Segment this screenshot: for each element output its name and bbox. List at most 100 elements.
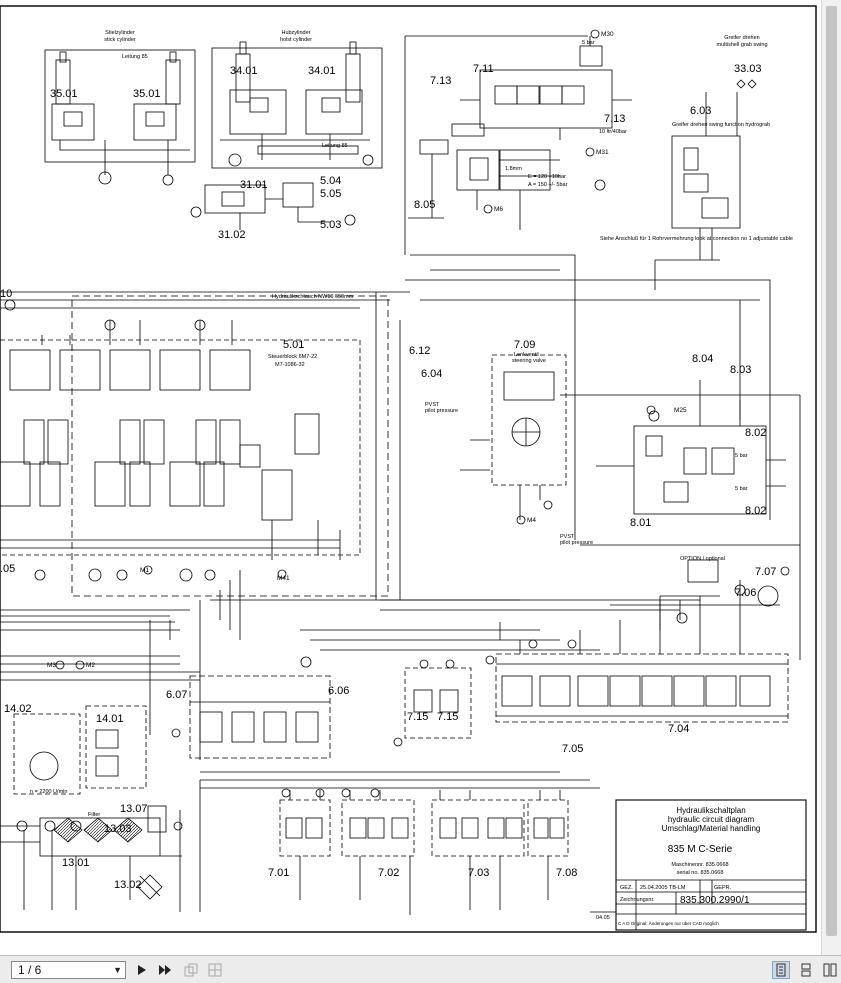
component-7-13-b: 7.13 — [604, 113, 625, 125]
component-6-07: 6.07 — [166, 689, 187, 701]
continuous-view-button[interactable] — [797, 961, 815, 979]
page-copy-icon — [184, 963, 198, 977]
rpm-label: n = 2200 U/min — [30, 789, 67, 795]
component-5-03: 5.03 — [320, 219, 341, 231]
stick-cylinder-label-de: Stielzylinder — [105, 30, 135, 36]
scrollbar-thumb[interactable] — [826, 6, 837, 936]
hoist-cylinder-label-de: Hubzylinder — [281, 30, 310, 36]
component-7-08: 7.08 — [556, 867, 577, 879]
vertical-scrollbar[interactable] — [821, 0, 841, 955]
gez-value: 25.04.2005 TB-LM — [640, 885, 686, 891]
hoist-cylinder-group — [211, 41, 383, 169]
component-7-11: 7.11 — [473, 63, 494, 75]
pilot-pressure-label-a: pilot pressure — [425, 408, 458, 414]
component-6-04: 6.04 — [421, 368, 442, 380]
hoist-cylinder-label-en: hoist cylinder — [280, 37, 312, 43]
two-page-icon — [823, 963, 837, 977]
five-bar-label-b: 5 bar — [735, 486, 748, 492]
flow-setting-label: 10 ltr/40bar — [599, 129, 627, 135]
steering-valve-label-en: steering valve — [512, 358, 546, 364]
grab-swing-label-en: multishell grab swing — [716, 42, 767, 48]
option-label: OPTION / optional — [680, 556, 725, 562]
port-m3: M3 — [47, 662, 56, 669]
drawing-number-label: Zeichnungsnr. — [620, 897, 655, 903]
title-de: Hydraulikschaltplan — [676, 806, 745, 815]
component-6-03: 6.03 — [690, 105, 711, 117]
page-split-icon — [208, 963, 222, 977]
component-14-02: 14.02 — [4, 703, 32, 715]
last-page-button[interactable] — [156, 961, 174, 979]
component-34-01-b: 34.01 — [308, 65, 336, 77]
component-8-02-a: 8.02 — [745, 427, 766, 439]
port-m31: M31 — [596, 149, 609, 156]
port-markers — [4, 29, 790, 832]
grab-function-note: Greifer drehen swing function hydrograb — [672, 122, 770, 128]
stick-cylinder-group — [44, 49, 196, 175]
grab-swing-label-de: Greifer drehen — [724, 35, 759, 41]
component-8-05: 8.05 — [414, 199, 435, 211]
title-en: hydraulic circuit diagram — [668, 815, 755, 824]
component-7-07: 7.07 — [755, 566, 776, 578]
component-7-01: 7.01 — [268, 867, 289, 879]
port-m1: M1 — [140, 567, 149, 574]
title-sub: Umschlag/Material handling — [662, 824, 761, 833]
model-label: 835 M C-Serie — [668, 844, 733, 855]
component-13-02: 13.02 — [114, 879, 142, 891]
drawing-number: 835.300.2990/1 — [680, 895, 750, 906]
control-block-spools — [0, 349, 320, 521]
document-viewport[interactable]: Stielzylinder stick cylinder Hubzylinder… — [0, 0, 841, 955]
component-7-13-a: 7.13 — [430, 75, 451, 87]
component-8-01: 8.01 — [630, 517, 651, 529]
skip-forward-icon — [159, 965, 171, 975]
component-5-05: 5.05 — [320, 188, 341, 200]
revision-label: 04.05 — [596, 915, 610, 921]
component-7-02: 7.02 — [378, 867, 399, 879]
port-m30: M30 — [601, 31, 614, 38]
line-85-label-b: Leitung 85 — [322, 143, 348, 149]
component-5-04: 5.04 — [320, 175, 341, 187]
page-indicator: 1 / 6 — [18, 963, 42, 977]
five-bar-label-a: 5 bar — [735, 453, 748, 459]
component-33-03: 33.03 — [734, 63, 762, 75]
component-8-03: 8.03 — [730, 364, 751, 376]
two-page-view-button[interactable] — [821, 961, 839, 979]
page-layout-button[interactable] — [206, 961, 224, 979]
component-8-04: 8.04 — [692, 353, 713, 365]
component-35-01-a: 35.01 — [50, 88, 78, 100]
component-35-01-b: 35.01 — [133, 88, 161, 100]
port-m6: M6 — [494, 206, 503, 213]
orifice-label: 1,8mm — [505, 166, 522, 172]
five-bar-label-top: 5 bar — [582, 40, 595, 46]
port-m2: M2 — [86, 662, 95, 669]
component-7-04: 7.04 — [668, 723, 689, 735]
component-8-02-b: 8.02 — [745, 505, 766, 517]
connection-note: Siehe Anschluß für 1 Rohrvermehrung look… — [600, 236, 793, 242]
component-7-03: 7.03 — [468, 867, 489, 879]
component-31-02: 31.02 — [218, 229, 246, 241]
filter-label: Filter — [88, 812, 100, 818]
port-m41: M41 — [277, 575, 290, 582]
port-m4: M4 — [527, 517, 536, 524]
gez-label: GEZ. — [620, 885, 633, 891]
component-6-12: 6.12 — [409, 345, 430, 357]
pressure-setting-e: E = 120 +10bar — [528, 174, 566, 180]
component-13-01: 13.01 — [62, 857, 90, 869]
play-icon — [138, 965, 146, 975]
page-selector[interactable]: 1 / 6 ▼ — [11, 961, 126, 979]
control-block-sublabel: M7-1086-32 — [275, 362, 305, 368]
hose-spec-label: Hydraulikschlauch NW10 650mm — [272, 294, 354, 300]
control-block-label: Steuerblock 6M7-22 — [268, 354, 317, 360]
viewer-toolbar: 1 / 6 ▼ — [0, 955, 841, 983]
pvst-label-a: PVST — [425, 402, 440, 408]
component-7-15-a: 7.15 — [407, 711, 428, 723]
component-7-09: 7.09 — [514, 339, 535, 351]
single-page-view-button[interactable] — [772, 961, 790, 979]
next-page-button[interactable] — [133, 961, 151, 979]
component-14-01: 14.01 — [96, 713, 124, 725]
cad-note: C A D Original: Änderungen nur über CAD … — [618, 920, 719, 926]
rotate-button[interactable] — [182, 961, 200, 979]
machine-number: Maschinennr. 835.0668 — [671, 862, 728, 868]
component-7-06: 7.06 — [735, 587, 756, 599]
component-13-07: 13.07 — [120, 803, 148, 815]
component-13-03: 13.03 — [104, 823, 132, 835]
